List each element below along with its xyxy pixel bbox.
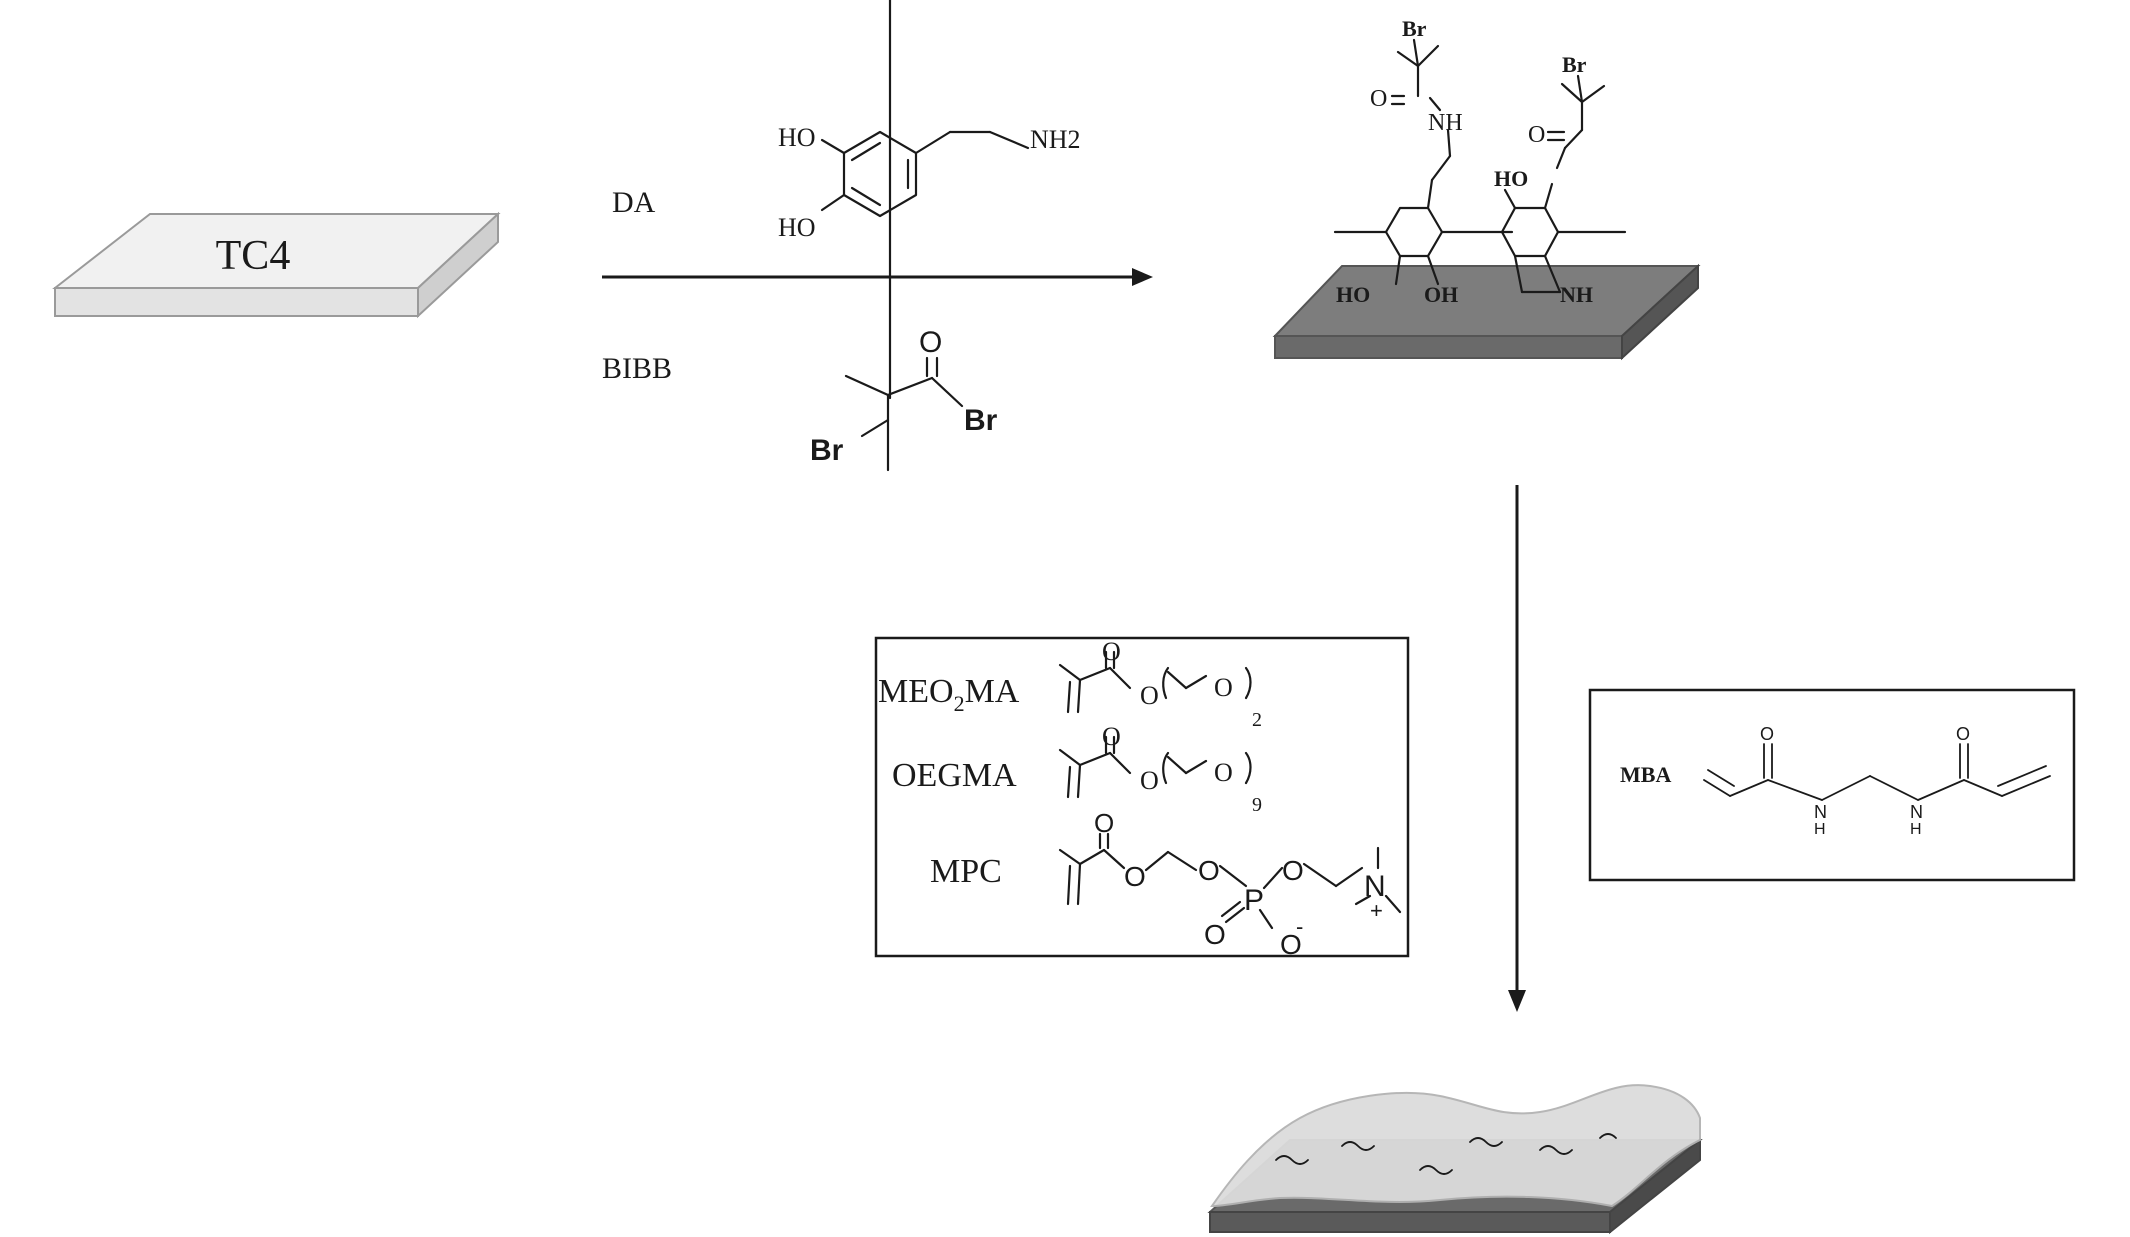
dopamine-structure: HO HO NH2 xyxy=(778,123,1081,242)
monomer-meo2ma-main: MEO xyxy=(878,673,954,710)
mba-h-right: H xyxy=(1910,821,1922,838)
mba-structure: O O N H N H xyxy=(1703,724,2051,838)
initiator-ho-ring: HO xyxy=(1336,282,1370,307)
da-amine: NH2 xyxy=(1030,125,1081,154)
initiator-o-left: O xyxy=(1370,86,1387,112)
monomer-meo2ma-structure: O O O 2 xyxy=(1058,637,1262,731)
mpc-o-carbonyl: O xyxy=(1094,808,1114,838)
tc4-label: TC4 xyxy=(216,233,291,279)
monomer-oegma-label: OEGMA xyxy=(892,757,1017,794)
initiator-nh-indole: NH xyxy=(1560,282,1593,307)
mpc-nitrogen: N xyxy=(1364,870,1386,903)
initiator-ho-right: HO xyxy=(1494,166,1528,191)
da-ho-bottom: HO xyxy=(778,213,816,242)
monomer-meo2ma-sub: 2 xyxy=(954,691,965,716)
crosslinker-box: MBA O O N H N H xyxy=(1588,688,2076,882)
mba-o-right: O xyxy=(1956,724,1970,744)
monomer-mpc-label: MPC xyxy=(930,853,1002,890)
initiator-plate xyxy=(1272,263,1701,361)
da-label: DA xyxy=(612,186,656,219)
mba-n-left: N xyxy=(1814,802,1827,822)
mpc-phosphorus: P xyxy=(1244,884,1264,917)
monomer-mpc-structure: O O O P O O O N - + xyxy=(1058,808,1402,960)
initiator-o-right: O xyxy=(1528,122,1545,148)
mpc-o-choline: O xyxy=(1282,855,1304,886)
oegma-repeat: 9 xyxy=(1252,794,1262,816)
bibb-oxygen: O xyxy=(919,326,942,359)
monomer-oegma-structure: O O O 9 xyxy=(1058,722,1262,816)
bibb-structure: O Br Br xyxy=(810,0,998,472)
initiator-br-right: Br xyxy=(1562,52,1587,77)
monomer-meo2ma-label: MEO2MA xyxy=(878,673,1020,716)
reaction-arrow-horizontal xyxy=(602,268,1153,286)
bibb-br-acyl: Br xyxy=(964,404,998,437)
mpc-o-link: O xyxy=(1198,855,1220,886)
mpc-o-double: O xyxy=(1204,919,1226,950)
tc4-plate: TC4 xyxy=(52,211,501,319)
oegma-o-ester: O xyxy=(1140,766,1159,795)
meo2ma-o-carbonyl: O xyxy=(1102,637,1121,666)
initiator-nh-amide: NH xyxy=(1428,110,1463,136)
mba-o-left: O xyxy=(1760,724,1774,744)
mba-n-right: N xyxy=(1910,802,1923,822)
mpc-o-anion: O xyxy=(1280,929,1302,960)
meo2ma-o-ester: O xyxy=(1140,681,1159,710)
mpc-o-ester: O xyxy=(1124,861,1146,892)
da-ho-top: HO xyxy=(778,123,816,152)
oegma-o-ether: O xyxy=(1214,758,1233,787)
bibb-label: BIBB xyxy=(602,352,672,385)
initiator-oh-ring: OH xyxy=(1424,282,1458,307)
hydrogel-plate xyxy=(1207,1084,1703,1235)
mba-h-left: H xyxy=(1814,821,1826,838)
reaction-arrow-vertical xyxy=(1508,485,1526,1012)
meo2ma-o-ether: O xyxy=(1214,673,1233,702)
initiator-structure: Br Br O NH O HO HO OH NH xyxy=(1333,16,1627,307)
hydrogel-layer xyxy=(1210,1084,1701,1208)
monomer-meo2ma-tail: MA xyxy=(965,673,1020,710)
oegma-o-carbonyl: O xyxy=(1102,722,1121,751)
monomer-box: MEO2MA O O O 2 OEGMA xyxy=(874,636,1410,960)
bibb-br-alkyl: Br xyxy=(810,434,844,467)
mpc-anion-sign: - xyxy=(1296,914,1303,939)
meo2ma-repeat: 2 xyxy=(1252,709,1262,731)
crosslinker-label: MBA xyxy=(1620,762,1671,787)
mpc-cation-sign: + xyxy=(1370,898,1383,923)
initiator-br-left: Br xyxy=(1402,16,1427,41)
